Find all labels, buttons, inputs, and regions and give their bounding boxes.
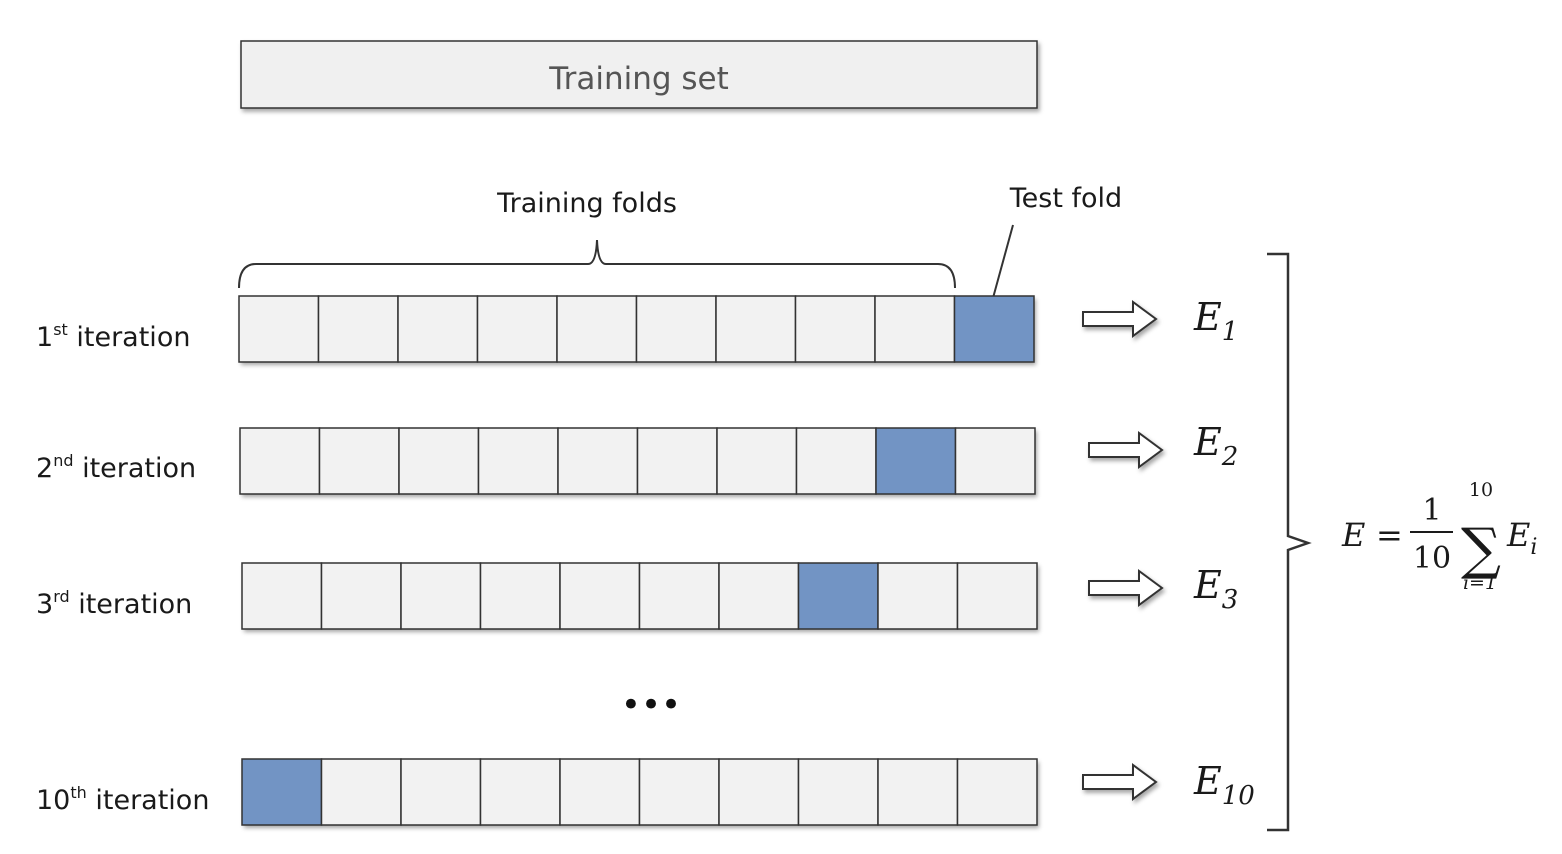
test-fold-cell: [241, 758, 323, 826]
training-set-label: Training set: [548, 61, 729, 97]
formula-lhs: E: [1341, 516, 1365, 554]
error-base: E: [1193, 420, 1222, 464]
training-folds-brace: [238, 239, 956, 289]
test-fold-cell: [953, 295, 1035, 363]
right-arrow-icon: [1088, 431, 1164, 469]
formula-sum-symbol: ∑: [1461, 517, 1501, 582]
training-fold-cell: [397, 295, 479, 363]
training-fold-cell: [559, 758, 641, 826]
iteration-error: E1: [1193, 295, 1238, 347]
training-fold-cell: [718, 562, 800, 630]
right-arrow-icon: [1082, 763, 1158, 801]
training-fold-cell: [241, 562, 323, 630]
training-fold-cell: [954, 427, 1036, 495]
error-subscript: 1: [1222, 317, 1239, 347]
error-base: E: [1193, 563, 1222, 607]
iteration-label: 1st iteration: [36, 320, 190, 353]
average-error-formula: E = 1 10 10 ∑ i=1 Ei: [1341, 479, 1537, 594]
training-fold-cell: [635, 295, 717, 363]
iteration-number: 1: [36, 322, 53, 353]
training-fold-cell: [559, 562, 641, 630]
training-fold-cell: [956, 562, 1038, 630]
iteration-suffix: th: [70, 783, 86, 802]
formula-lower-limit: i=1: [1463, 572, 1497, 594]
ellipsis: •••: [621, 685, 681, 725]
iteration-error: E10: [1193, 759, 1255, 811]
iteration-word: iteration: [70, 589, 193, 620]
training-set-box: Training set: [240, 40, 1038, 109]
test-fold-cell: [797, 562, 879, 630]
training-fold-cell: [556, 295, 638, 363]
training-fold-cell: [718, 758, 800, 826]
training-fold-cell: [956, 758, 1038, 826]
training-fold-cell: [797, 758, 879, 826]
iteration-number: 10: [36, 785, 70, 816]
training-fold-cell: [715, 295, 797, 363]
training-fold-cell: [476, 295, 558, 363]
formula-upper-limit: 10: [1469, 479, 1493, 501]
error-subscript: 10: [1222, 781, 1255, 811]
training-fold-cell: [479, 562, 561, 630]
formula-equals: =: [1376, 516, 1403, 554]
training-fold-cell: [398, 427, 480, 495]
test-fold-pointer: [992, 224, 1014, 299]
training-fold-cell: [638, 758, 720, 826]
formula-term-sub: i: [1530, 535, 1537, 560]
iteration-word: iteration: [73, 453, 196, 484]
training-fold-cell: [477, 427, 559, 495]
training-folds-label: Training folds: [496, 188, 677, 219]
training-fold-cell: [320, 758, 402, 826]
formula-term: Ei: [1506, 516, 1537, 560]
training-fold-cell: [877, 758, 959, 826]
training-fold-cell: [795, 427, 877, 495]
error-bracket: [1267, 252, 1312, 832]
formula-denominator: 10: [1413, 541, 1451, 576]
iteration-label: 3rd iteration: [36, 587, 192, 620]
iteration-label: 10th iteration: [36, 783, 209, 816]
iteration-word: iteration: [87, 785, 210, 816]
iteration-number: 3: [36, 589, 53, 620]
test-fold-label: Test fold: [1009, 183, 1122, 214]
training-fold-cell: [874, 295, 956, 363]
iteration-error: E3: [1193, 563, 1238, 615]
training-fold-cell: [636, 427, 718, 495]
training-fold-cell: [716, 427, 798, 495]
test-fold-cell: [875, 427, 957, 495]
training-fold-cell: [318, 427, 400, 495]
iteration-label: 2nd iteration: [36, 451, 196, 484]
training-fold-cell: [239, 427, 321, 495]
iteration-suffix: nd: [53, 451, 73, 470]
iteration-number: 2: [36, 453, 53, 484]
training-fold-cell: [557, 427, 639, 495]
error-subscript: 3: [1222, 585, 1239, 615]
iteration-error: E2: [1193, 420, 1238, 472]
training-fold-cell: [877, 562, 959, 630]
training-fold-cell: [479, 758, 561, 826]
training-fold-cell: [317, 295, 399, 363]
right-arrow-icon: [1088, 569, 1164, 607]
iteration-suffix: st: [53, 320, 68, 339]
training-fold-cell: [400, 758, 482, 826]
training-fold-cell: [400, 562, 482, 630]
iteration-word: iteration: [68, 322, 191, 353]
formula-term-base: E: [1506, 516, 1530, 554]
error-base: E: [1193, 759, 1222, 803]
training-fold-cell: [794, 295, 876, 363]
error-base: E: [1193, 295, 1222, 339]
training-fold-cell: [638, 562, 720, 630]
training-fold-cell: [238, 295, 320, 363]
right-arrow-icon: [1082, 300, 1158, 338]
training-fold-cell: [320, 562, 402, 630]
error-subscript: 2: [1221, 442, 1239, 472]
iteration-suffix: rd: [53, 587, 69, 606]
formula-numerator: 1: [1422, 493, 1441, 528]
